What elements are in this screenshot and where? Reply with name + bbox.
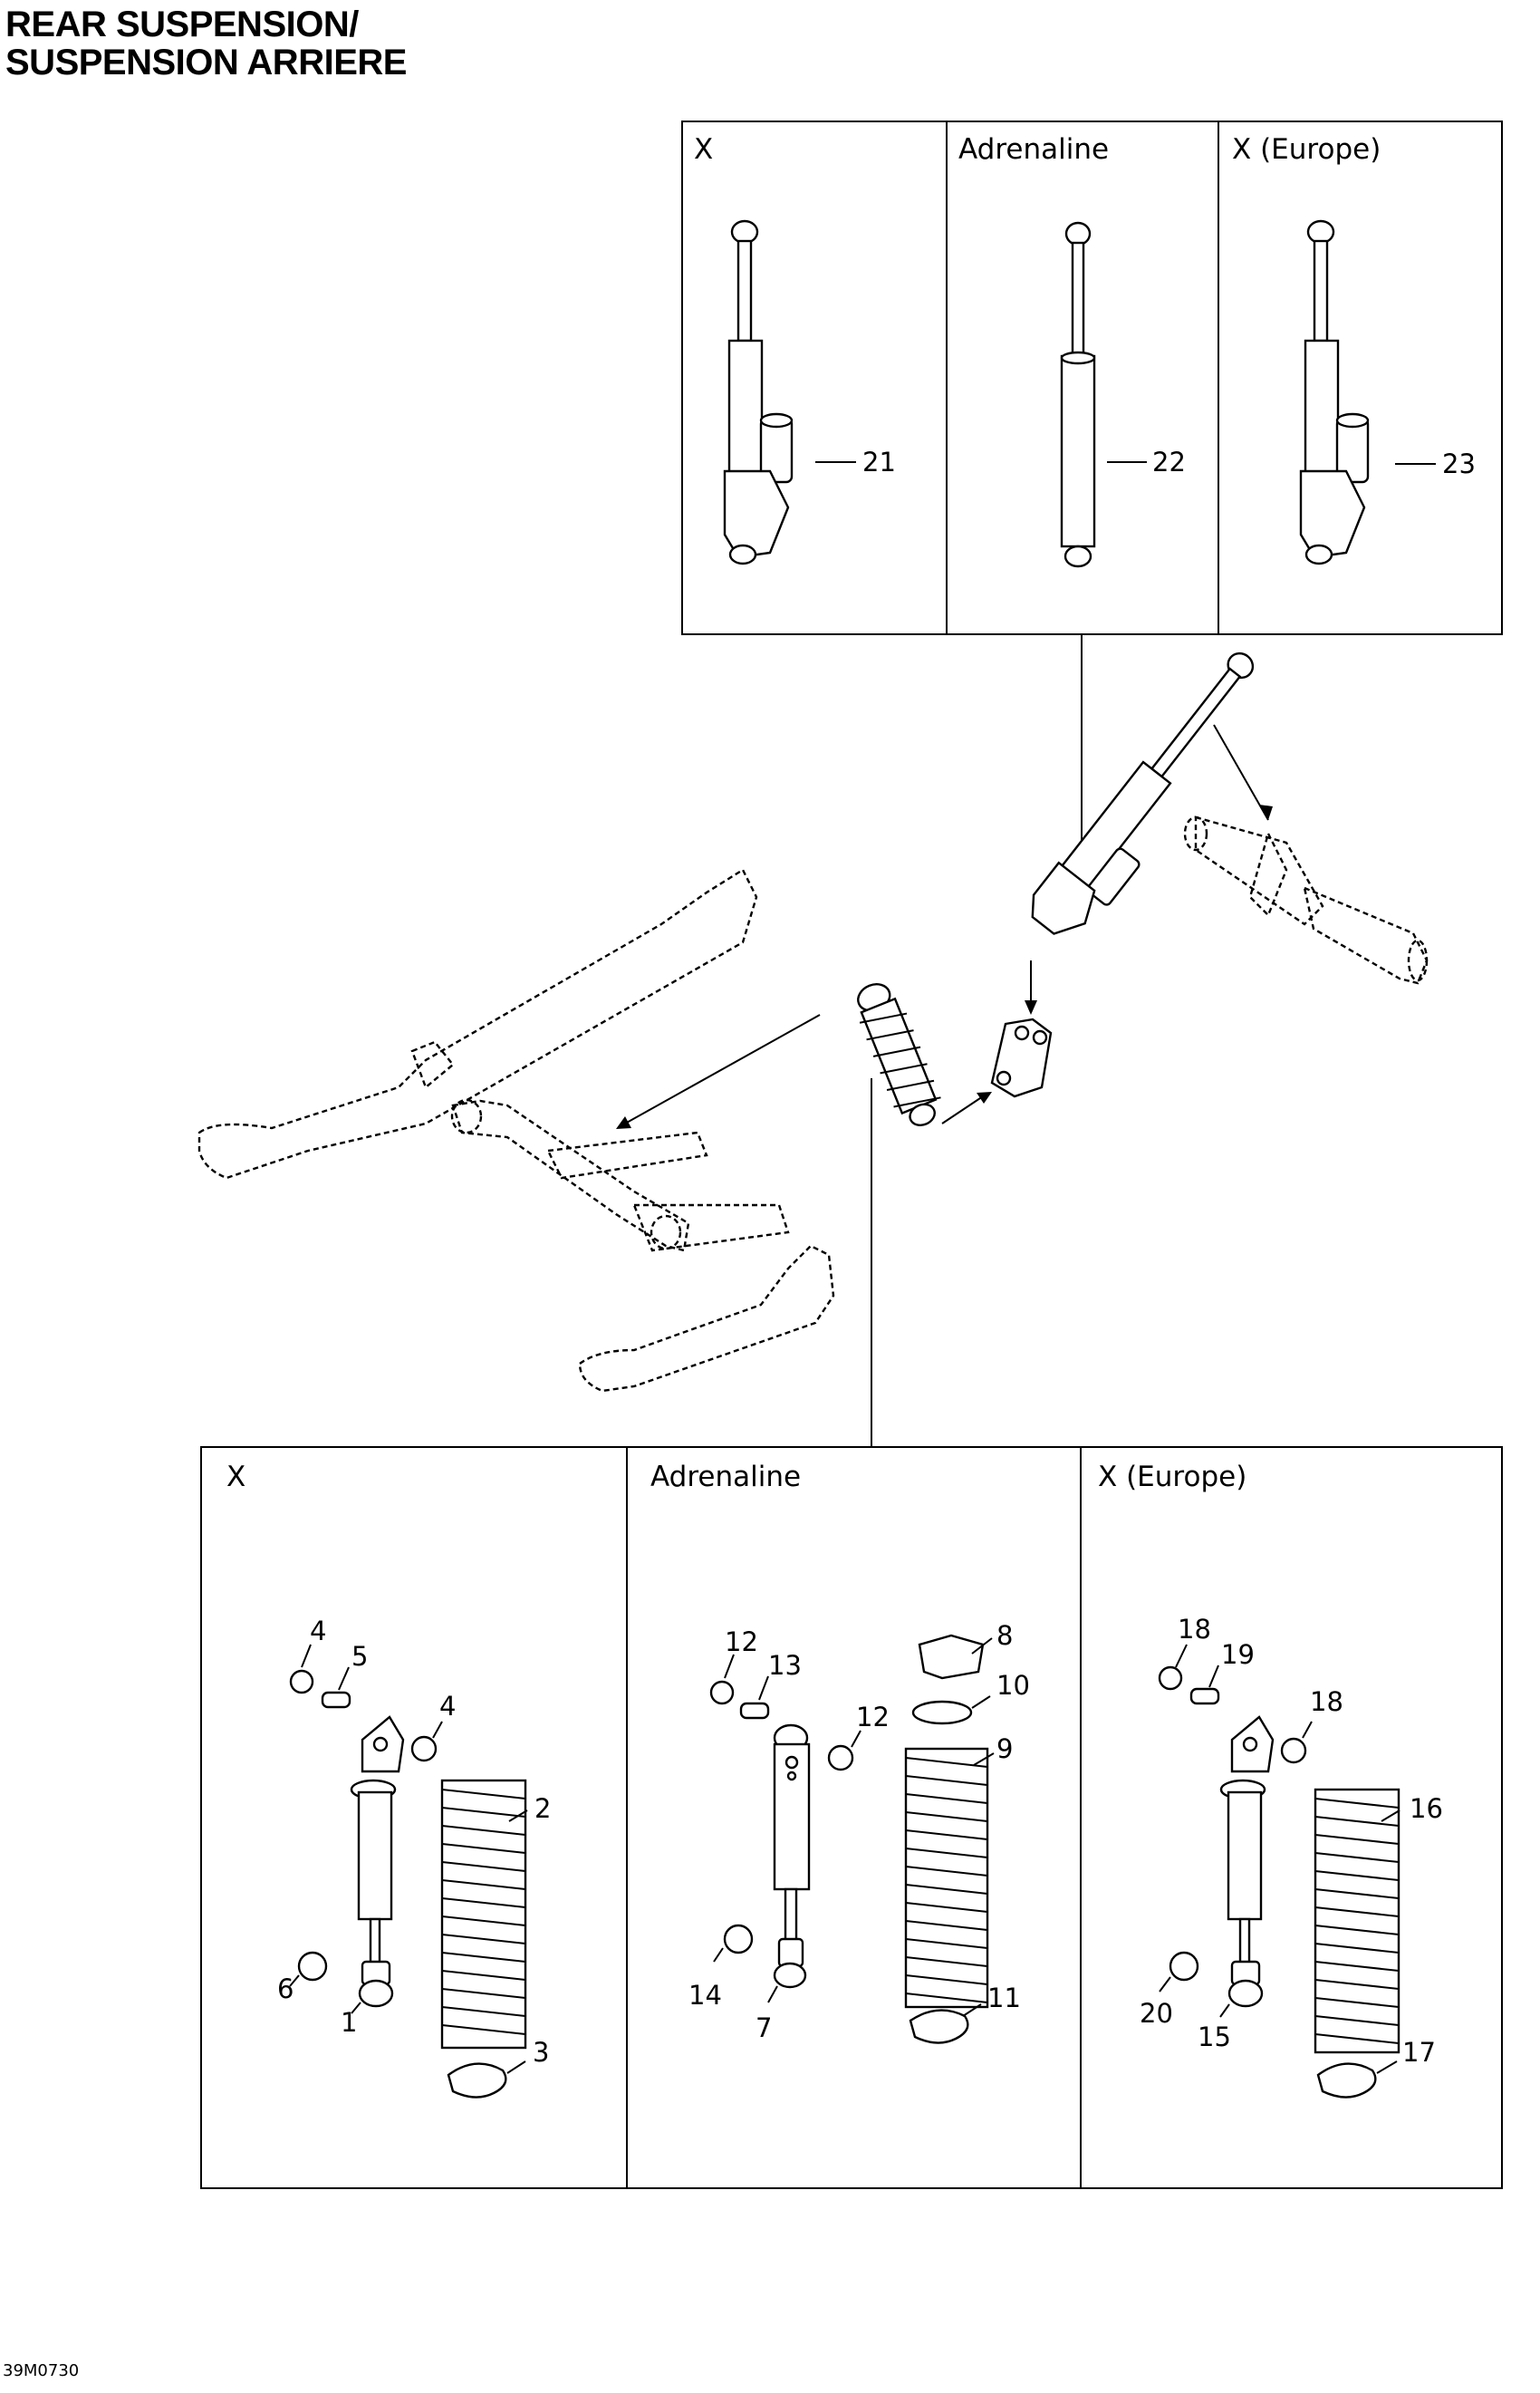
coil-spring-9 bbox=[904, 1747, 989, 2009]
callout-3: 3 bbox=[533, 2037, 549, 2068]
title-line-french: SUSPENSION ARRIERE bbox=[5, 43, 407, 82]
bottom-header-adrenaline: Adrenaline bbox=[650, 1461, 801, 1493]
retainer-clip-11 bbox=[909, 2009, 969, 2044]
top-header-adrenaline: Adrenaline bbox=[958, 133, 1109, 166]
top-header-x: X bbox=[694, 133, 713, 166]
bushing-18 bbox=[1158, 1665, 1183, 1691]
title-line-english: REAR SUSPENSION/ bbox=[5, 5, 359, 44]
front-shock-22 bbox=[1060, 221, 1096, 568]
top-variant-panel: X Adrenaline X (Europe) 21 22 bbox=[681, 121, 1503, 635]
callout-6: 6 bbox=[277, 1973, 294, 2004]
callout-8: 8 bbox=[996, 1620, 1013, 1651]
washer-10 bbox=[911, 1700, 973, 1725]
coil-spring-2 bbox=[440, 1779, 527, 2050]
bushing-6 bbox=[297, 1951, 328, 1982]
spring-seat-8 bbox=[918, 1634, 985, 1680]
rear-shock-7 bbox=[773, 1723, 811, 1989]
callout-9: 9 bbox=[996, 1733, 1013, 1764]
rail-lower bbox=[578, 1244, 835, 1393]
callout-12b: 12 bbox=[856, 1702, 890, 1732]
dashed-pivot-arm bbox=[1183, 815, 1429, 985]
callout-23: 23 bbox=[1442, 449, 1476, 479]
callout-17: 17 bbox=[1402, 2037, 1436, 2068]
callout-5: 5 bbox=[351, 1641, 368, 1672]
callout-4b: 4 bbox=[439, 1691, 456, 1722]
callout-12: 12 bbox=[725, 1626, 758, 1657]
top-panel-frame bbox=[681, 121, 1503, 635]
bushing-20 bbox=[1169, 1951, 1199, 1982]
bottom-panel-frame bbox=[200, 1446, 1503, 2189]
front-shock-21 bbox=[723, 219, 794, 565]
shock-bracket bbox=[990, 1018, 1053, 1098]
lower-arm bbox=[450, 1098, 790, 1252]
callout-15: 15 bbox=[1198, 2022, 1231, 2052]
bushing-14 bbox=[723, 1924, 754, 1954]
figure-code: 39M0730 bbox=[3, 2361, 80, 2380]
callout-21: 21 bbox=[862, 447, 896, 478]
page-title: REAR SUSPENSION/ SUSPENSION ARRIERE bbox=[5, 5, 407, 82]
callout-4: 4 bbox=[310, 1616, 326, 1646]
callout-13: 13 bbox=[768, 1650, 802, 1681]
bottom-variant-panel: X Adrenaline X (Europe) bbox=[200, 1446, 1503, 2189]
rail-upper bbox=[197, 868, 758, 1180]
bushing-4b bbox=[410, 1735, 438, 1762]
coil-spring-16 bbox=[1314, 1788, 1400, 2054]
callout-10: 10 bbox=[996, 1670, 1030, 1701]
callout-2: 2 bbox=[534, 1793, 551, 1824]
callout-1: 1 bbox=[341, 2007, 357, 2038]
bushing-18b bbox=[1280, 1737, 1307, 1764]
callout-18: 18 bbox=[1178, 1614, 1211, 1645]
assembly-rear-shock bbox=[857, 983, 941, 1126]
callout-11: 11 bbox=[987, 1983, 1021, 2013]
callout-7: 7 bbox=[756, 2012, 772, 2043]
bottom-header-x-europe: X (Europe) bbox=[1098, 1461, 1246, 1493]
front-shock-23 bbox=[1299, 219, 1370, 565]
sleeve-5 bbox=[321, 1691, 351, 1709]
assembly-front-shock bbox=[1031, 651, 1255, 935]
rear-shock-1 bbox=[350, 1715, 405, 2008]
bushing-12b bbox=[827, 1744, 854, 1771]
suspension-assembly bbox=[197, 651, 1429, 1393]
rear-shock-x-europe-parts: 18 19 18 16 20 15 17 bbox=[1140, 1614, 1443, 2099]
bottom-header-x: X bbox=[226, 1461, 245, 1493]
callout-20: 20 bbox=[1140, 1998, 1173, 2029]
callout-18b: 18 bbox=[1310, 1686, 1343, 1717]
rear-shock-adrenaline-parts: 12 13 8 10 12 9 14 7 11 bbox=[688, 1620, 1030, 2044]
sleeve-13 bbox=[739, 1702, 770, 1720]
top-header-x-europe: X (Europe) bbox=[1232, 133, 1381, 166]
callout-14: 14 bbox=[688, 1980, 722, 2011]
rear-shock-x-parts: 4 5 4 2 6 1 3 bbox=[277, 1616, 551, 2099]
rear-shock-15 bbox=[1219, 1715, 1275, 2008]
bushing-4 bbox=[289, 1669, 314, 1694]
sleeve-19 bbox=[1189, 1687, 1220, 1705]
retainer-clip-3 bbox=[447, 2062, 507, 2099]
callout-22: 22 bbox=[1152, 447, 1186, 478]
retainer-clip-17 bbox=[1316, 2062, 1377, 2099]
callout-19: 19 bbox=[1221, 1639, 1255, 1670]
bushing-12 bbox=[709, 1680, 735, 1705]
callout-16: 16 bbox=[1410, 1793, 1443, 1824]
